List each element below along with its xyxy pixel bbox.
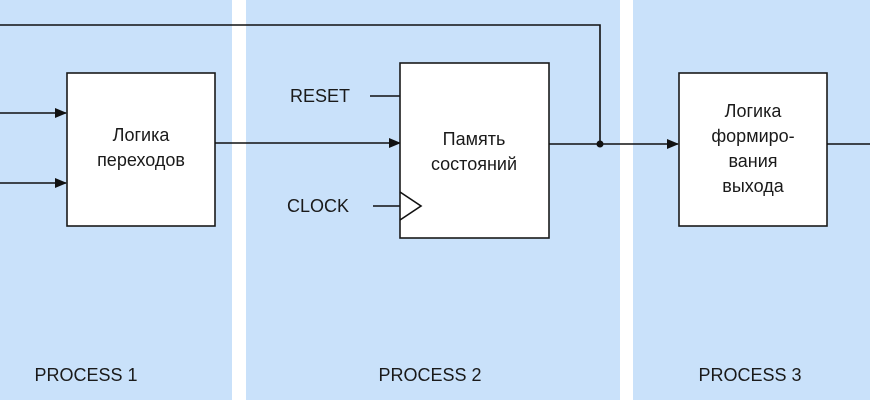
- clock-label: CLOCK: [287, 196, 349, 216]
- process-1-label: PROCESS 1: [34, 365, 137, 385]
- next-state-logic-block: [66, 72, 216, 227]
- output-logic-line-1: Логика: [725, 101, 783, 121]
- next-state-logic-line-1: Логика: [113, 125, 171, 145]
- output-logic-line-3: вания: [728, 151, 777, 171]
- state-memory-line-1: Память: [443, 129, 506, 149]
- output-logic-block: [678, 72, 828, 227]
- next-state-logic-line-2: переходов: [97, 150, 185, 170]
- process-2-label: PROCESS 2: [378, 365, 481, 385]
- reset-label: RESET: [290, 86, 350, 106]
- output-logic-line-2: формиро-: [711, 126, 794, 146]
- feedback-wire: [0, 24, 601, 144]
- output-logic-line-4: выхода: [722, 176, 784, 196]
- clock-edge-icon: [399, 191, 423, 221]
- state-memory-block: [399, 62, 550, 239]
- process-3-label: PROCESS 3: [698, 365, 801, 385]
- junction-dot: [596, 140, 604, 148]
- state-memory-line-2: состояний: [431, 154, 517, 174]
